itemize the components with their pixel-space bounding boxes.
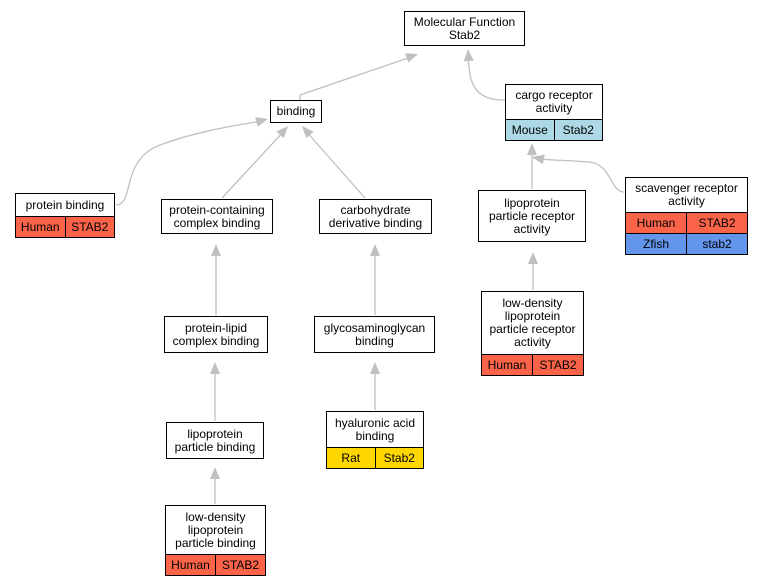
species-cell: Human [16, 217, 65, 237]
term-node-mf[interactable]: Molecular Function Stab2 [404, 11, 525, 46]
gene-cell: STAB2 [215, 555, 265, 575]
term-label: binding [276, 104, 316, 118]
gene-cell: Stab2 [374, 448, 423, 468]
term-label: Molecular Function Stab2 [413, 14, 516, 42]
edge-lpr-to-cargo-arrowhead [527, 143, 537, 155]
edge-binding-to-mf-arrowhead [405, 53, 418, 63]
edge-ha-to-gag-arrowhead [370, 362, 380, 374]
edge-protein-binding-to-binding-arrowhead [255, 117, 268, 127]
edge-carb-to-binding-arrowhead [302, 126, 314, 139]
edge-ldlr-to-lpr-arrowhead [528, 252, 538, 264]
term-label: low-density lipoprotein particle binding [175, 509, 256, 550]
species-cell: Mouse [506, 120, 554, 140]
term-label: scavenger receptor activity [635, 181, 738, 208]
term-label: protein binding [25, 197, 105, 212]
edge-lpb-to-plcb-arrowhead [210, 362, 220, 374]
species-cell: Human [166, 555, 215, 575]
term-label: protein-lipid complex binding [172, 320, 260, 348]
term-node-lpb[interactable]: lipoprotein particle binding [166, 422, 264, 459]
gene-cell: stab2 [686, 234, 747, 254]
edge-pcc-to-binding [221, 129, 286, 199]
edge-carb-to-binding [304, 129, 366, 199]
term-node-lpr[interactable]: lipoprotein particle receptor activity [478, 190, 586, 242]
species-cell: Human [482, 355, 532, 375]
edge-protein-binding-to-binding [115, 120, 263, 206]
term-label: carbohydrate derivative binding [328, 202, 423, 230]
species-cell: Human [626, 213, 686, 233]
edge-cargo-to-mf-arrowhead [463, 49, 474, 62]
species-cell: Zfish [626, 234, 686, 254]
term-node-ldlb[interactable]: low-density lipoprotein particle binding… [165, 505, 266, 576]
edge-binding-to-mf [299, 56, 412, 100]
term-label: lipoprotein particle binding [174, 426, 256, 454]
term-node-carb[interactable]: carbohydrate derivative binding [319, 199, 432, 234]
term-node-gag[interactable]: glycosaminoglycan binding [314, 316, 435, 353]
gene-cell: STAB2 [532, 355, 583, 375]
edge-plcb-to-pcc-arrowhead [211, 244, 221, 256]
term-label: cargo receptor activity [515, 88, 593, 115]
edge-ldlb-to-lpb-arrowhead [210, 467, 220, 479]
gene-cell: Stab2 [553, 120, 602, 140]
edge-pcc-to-binding-arrowhead [276, 126, 288, 139]
edge-scav-to-cargo [532, 157, 625, 193]
gene-cell: STAB2 [686, 213, 747, 233]
term-label: protein-containing complex binding [169, 202, 265, 230]
species-cell: Rat [327, 448, 375, 468]
term-label: lipoprotein particle receptor activity [488, 195, 576, 236]
term-node-pcc[interactable]: protein-containing complex binding [161, 199, 273, 234]
gene-cell: STAB2 [64, 217, 114, 237]
term-label: hyaluronic acid binding [334, 415, 416, 443]
edge-scav-to-cargo-arrowhead [532, 154, 545, 165]
term-node-binding[interactable]: binding [270, 100, 322, 123]
edge-cargo-to-mf [467, 57, 507, 101]
edge-gag-to-carb-arrowhead [370, 244, 380, 256]
term-label: low-density lipoprotein particle recepto… [489, 296, 576, 349]
term-node-ldlr[interactable]: low-density lipoprotein particle recepto… [481, 291, 584, 376]
term-label: glycosaminoglycan binding [323, 320, 426, 348]
term-node-plcb[interactable]: protein-lipid complex binding [164, 316, 268, 353]
